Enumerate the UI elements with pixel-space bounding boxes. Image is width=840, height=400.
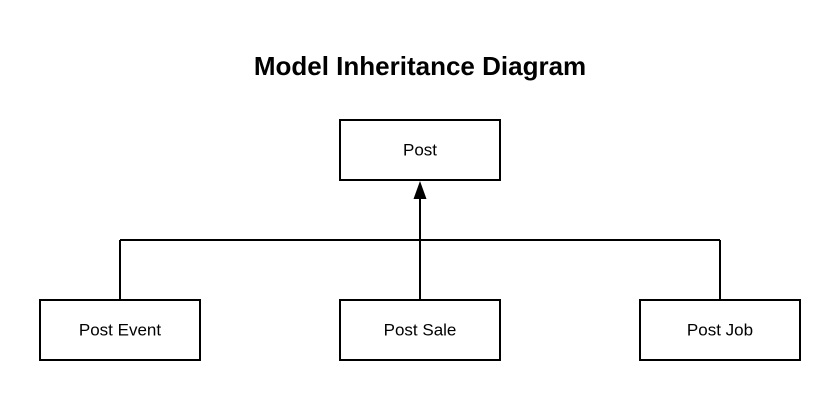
node-post-sale-box (339, 299, 501, 361)
node-post-box (339, 119, 501, 181)
diagram-title: Model Inheritance Diagram (253, 51, 587, 81)
connectors (119, 198, 721, 300)
node-post-event-box (39, 299, 201, 361)
node-post[interactable]: Post (339, 119, 501, 181)
node-post-event-label: Post Event (79, 321, 161, 340)
node-post-sale[interactable]: Post Sale (339, 299, 501, 361)
inheritance-arrowhead (413, 181, 427, 199)
node-post-job[interactable]: Post Job (639, 299, 801, 361)
node-post-event[interactable]: Post Event (39, 299, 201, 361)
node-post-job-box (639, 299, 801, 361)
node-post-label: Post (403, 141, 437, 160)
node-post-sale-label: Post Sale (384, 321, 457, 340)
node-post-job-label: Post Job (687, 321, 753, 340)
